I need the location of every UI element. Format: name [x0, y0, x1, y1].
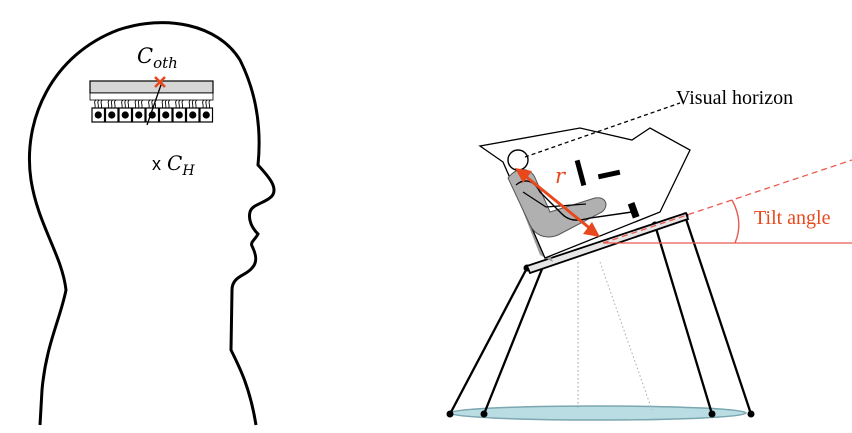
head-center-label: CH — [167, 151, 195, 179]
stereocilia — [165, 100, 166, 108]
otolith-label: Coth — [137, 44, 178, 72]
head-diagram: Coth x CH — [29, 23, 274, 425]
head-center-marker: x — [152, 154, 161, 174]
stereocilia — [209, 100, 210, 108]
stereocilia — [95, 100, 96, 108]
hair-cell-nucleus — [108, 111, 115, 118]
tilt-angle-arc — [732, 200, 739, 243]
stereocilia — [169, 100, 170, 108]
visual-horizon-label: Visual horizon — [676, 87, 793, 109]
stereocilia — [135, 100, 136, 108]
hair-cell-nucleus — [162, 111, 169, 118]
stereocilia — [176, 100, 177, 108]
stereocilia — [98, 100, 99, 108]
stereocilia — [115, 100, 116, 108]
occupant-head — [508, 150, 528, 170]
hair-cell-nucleus — [122, 111, 129, 118]
stereocilia — [162, 100, 163, 108]
gel-layer — [90, 93, 213, 100]
stereocilia — [108, 100, 109, 108]
stereocilia — [101, 100, 102, 108]
hair-cell-nucleus — [95, 111, 102, 118]
stereocilia — [149, 100, 150, 108]
stereocilia — [196, 100, 197, 108]
stereocilia — [138, 100, 139, 108]
otolithic-membrane — [90, 81, 213, 93]
hair-cell-nucleus — [203, 111, 210, 118]
hair-cell-nucleus — [176, 111, 183, 118]
otolith-organ — [90, 81, 213, 125]
simulator-cabin — [480, 128, 690, 262]
stereocilia — [128, 100, 129, 108]
motion-platform-diagram: Visual horizon r Tilt angle — [447, 87, 852, 420]
stereocilia — [182, 100, 183, 108]
tilt-angle-label: Tilt angle — [754, 207, 831, 229]
stereocilia — [206, 100, 207, 108]
stereocilia — [179, 100, 180, 108]
hair-cell-nucleus — [135, 111, 142, 118]
hair-cell-nucleus — [189, 111, 196, 118]
stereocilia — [192, 100, 193, 108]
stereocilia — [189, 100, 190, 108]
stereocilia — [142, 100, 143, 108]
stereocilia — [125, 100, 126, 108]
stereocilia — [122, 100, 123, 108]
platform-base — [450, 406, 746, 420]
stereocilia — [111, 100, 112, 108]
stereocilia — [203, 100, 204, 108]
